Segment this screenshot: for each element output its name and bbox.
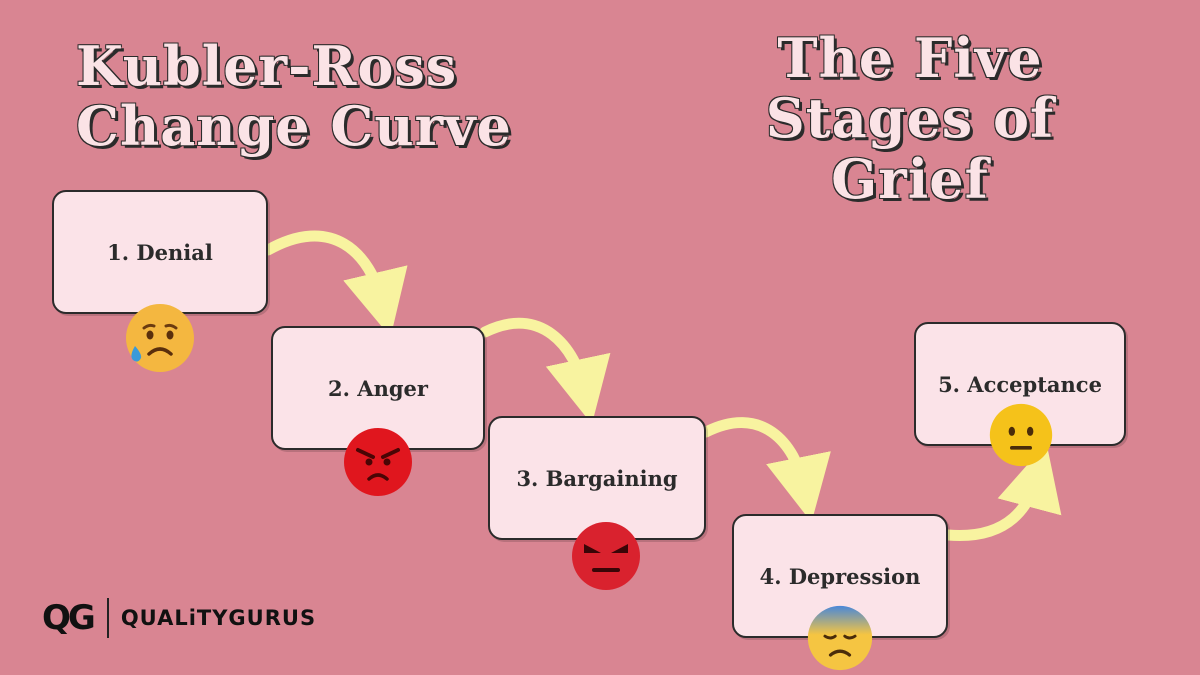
logo-text: QUALiTYGURUS xyxy=(120,606,317,630)
arrow-depression-to-acceptance xyxy=(942,443,1062,541)
anxious-face-icon xyxy=(807,605,873,671)
arrow-bargaining-to-depression xyxy=(700,417,831,523)
stage-label: 3. Bargaining xyxy=(516,465,678,491)
title-kubler-ross: Kubler-Ross Change Curve xyxy=(76,36,512,157)
stage-box-denial: 1. Denial xyxy=(52,190,268,314)
title-five-stages: The Five Stages of Grief xyxy=(745,26,1075,211)
stage-label: 4. Depression xyxy=(759,563,921,589)
arrow-anger-to-bargaining xyxy=(479,317,611,425)
logo-divider xyxy=(106,598,109,638)
qualitygurus-logo: QG QUALiTYGURUS xyxy=(42,598,316,638)
title-right-line-1: The Five xyxy=(777,26,1043,90)
stage-label: 2. Anger xyxy=(328,375,428,401)
sad-tear-face-icon xyxy=(126,304,194,372)
stage-label: 5. Acceptance xyxy=(938,371,1102,397)
title-right-line-3: Grief xyxy=(831,146,989,211)
title-left-line-1: Kubler-Ross xyxy=(76,34,458,98)
logo-mark: QG xyxy=(42,598,96,638)
arrow-denial-to-anger xyxy=(262,230,408,338)
title-left-line-2: Change Curve xyxy=(76,94,512,159)
title-right-line-2: Stages of xyxy=(765,86,1055,151)
stage-label: 1. Denial xyxy=(107,239,213,265)
furious-face-icon xyxy=(572,522,640,590)
angry-face-icon xyxy=(344,428,412,496)
neutral-face-icon xyxy=(989,403,1053,467)
